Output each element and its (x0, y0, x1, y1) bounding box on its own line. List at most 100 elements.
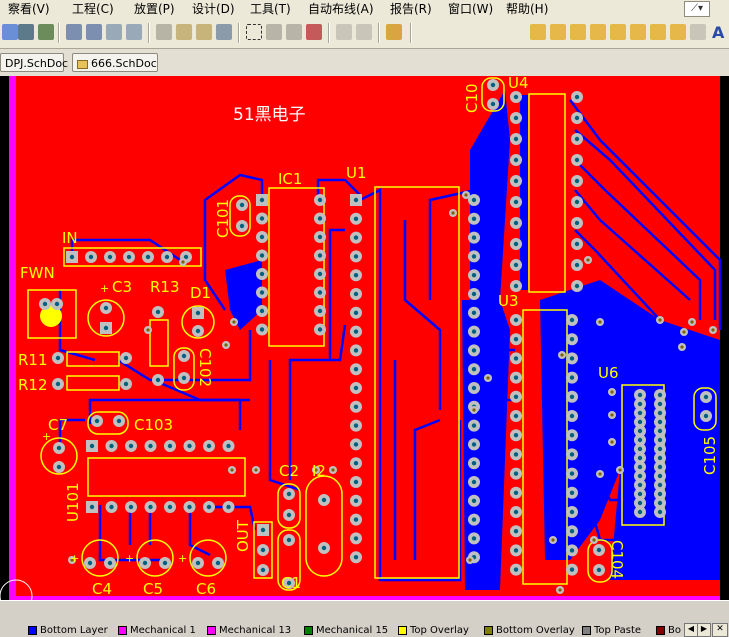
pad-hole (226, 443, 231, 449)
paste-icon[interactable] (196, 24, 212, 40)
layer-swatch (656, 625, 665, 635)
pad-hole (109, 443, 114, 449)
redo-icon[interactable] (356, 24, 372, 40)
menu-view[interactable]: 察看(V) (8, 2, 50, 16)
layer-tab-top-overlay[interactable]: Top Overlay (398, 625, 469, 637)
menu-tools[interactable]: 工具(T) (250, 2, 291, 16)
place-circle-icon[interactable] (630, 24, 646, 40)
pad-hole (259, 197, 265, 203)
pad-hole (490, 82, 496, 88)
layer-tab-mech1[interactable]: Mechanical 1 (118, 625, 196, 637)
polarity-mark-c3: + (100, 282, 109, 295)
menu-place[interactable]: 放置(P) (134, 2, 175, 16)
menu-project[interactable]: 工程(C) (72, 2, 114, 16)
menu-design[interactable]: 设计(D) (192, 2, 235, 16)
pad-hole (55, 381, 61, 387)
pad-hole (574, 262, 580, 268)
pad-hole (513, 413, 519, 419)
scroll-left-icon[interactable]: ◀ (684, 623, 698, 637)
zoom-filter-icon[interactable] (126, 24, 142, 40)
via-hole (690, 320, 694, 324)
select-area-icon[interactable] (246, 24, 262, 40)
pad-hole (574, 136, 580, 142)
deselect-icon[interactable] (286, 24, 302, 40)
layer-tab-mech13[interactable]: Mechanical 13 (207, 625, 291, 637)
pad-hole (513, 220, 519, 226)
place-rectangle-icon[interactable] (690, 24, 706, 40)
pad-hole (637, 473, 643, 479)
pad-hole (637, 392, 643, 398)
place-pad-icon[interactable] (610, 24, 626, 40)
pad-hole (148, 504, 153, 510)
tab-dpj-schdoc[interactable]: DPJ.SchDoc (0, 53, 68, 72)
pad-hole (471, 216, 477, 221)
pad-hole (569, 529, 575, 534)
layer-tab-bottom-paste[interactable]: Bo (656, 625, 681, 637)
menu-reports[interactable]: 报告(R) (390, 2, 432, 16)
pad-hole (103, 325, 109, 331)
bottom-traces (58, 99, 722, 590)
pad-hole (471, 273, 477, 278)
save-icon[interactable] (18, 24, 34, 40)
layer-tab-bottom[interactable]: Bottom Layer (28, 625, 108, 637)
copy-icon[interactable] (176, 24, 192, 40)
zoom-selected-icon[interactable] (106, 24, 122, 40)
undo-icon[interactable] (336, 24, 352, 40)
pad-hole (657, 464, 663, 470)
pad-hole (123, 355, 129, 361)
place-arc-edge-icon[interactable] (650, 24, 666, 40)
clear-filter-icon[interactable] (306, 24, 322, 40)
pad-hole (513, 178, 519, 184)
menu-autoroute[interactable]: 自动布线(A) (308, 2, 374, 16)
layer-swatch (118, 625, 127, 635)
tab-666-schdoc[interactable]: 666.SchDoc (72, 53, 158, 72)
pad-hole (260, 527, 266, 533)
print-icon[interactable] (38, 24, 54, 40)
label-c7: C7 (48, 416, 68, 434)
place-via-icon[interactable] (590, 24, 606, 40)
pad-hole (259, 216, 265, 221)
pad-hole (353, 329, 359, 334)
menu-help[interactable]: 帮助(H) (506, 2, 549, 16)
layer-tab-top-paste[interactable]: Top Paste (582, 625, 641, 637)
layer-tabs: Bottom Layer Mechanical 1 Mechanical 13 … (0, 600, 729, 637)
wiring-icon[interactable]: ⟋▾ (684, 1, 710, 17)
toolbar: A (0, 18, 729, 49)
pad-hole (471, 479, 477, 485)
pad-hole (353, 197, 359, 203)
pad-hole (239, 223, 245, 229)
pad-hole (87, 560, 93, 566)
via-hole (711, 328, 715, 332)
rubber-stamp-icon[interactable] (216, 24, 232, 40)
pad-hole (471, 348, 477, 353)
label-c10: C10 (463, 83, 481, 113)
interactive-route-icon[interactable] (386, 24, 402, 40)
cut-icon[interactable] (156, 24, 172, 40)
zoom-fit-icon[interactable] (66, 24, 82, 40)
open-document-icon[interactable] (2, 24, 18, 40)
pad-hole (657, 509, 663, 515)
layer-tab-bottom-overlay[interactable]: Bottom Overlay (484, 625, 575, 637)
label-c5: C5 (143, 580, 163, 598)
pad-hole (513, 262, 519, 268)
zoom-area-icon[interactable] (86, 24, 102, 40)
place-fill-icon[interactable] (670, 24, 686, 40)
close-layer-icon[interactable]: ✕ (712, 623, 728, 637)
scroll-right-icon[interactable]: ▶ (697, 623, 711, 637)
pad-hole (513, 490, 519, 495)
move-icon[interactable] (266, 24, 282, 40)
place-arc-icon[interactable] (570, 24, 586, 40)
menu-window[interactable]: 窗口(W) (448, 2, 494, 16)
polarity-mark-c4: + (70, 552, 79, 565)
pad-hole (569, 356, 575, 361)
label-c104: C104 (608, 540, 626, 579)
via-hole (610, 413, 614, 417)
pads (39, 79, 717, 594)
place-track-icon[interactable] (530, 24, 546, 40)
pad-hole (657, 401, 663, 407)
pcb-canvas[interactable]: 51黑电子 IN FWN C3 R13 D1 R11 R12 C102 C101… (0, 76, 729, 600)
place-string-icon[interactable]: A (712, 23, 725, 42)
layer-tab-mech15[interactable]: Mechanical 15 (304, 625, 388, 637)
place-line-icon[interactable] (550, 24, 566, 40)
pad-hole (259, 253, 265, 258)
